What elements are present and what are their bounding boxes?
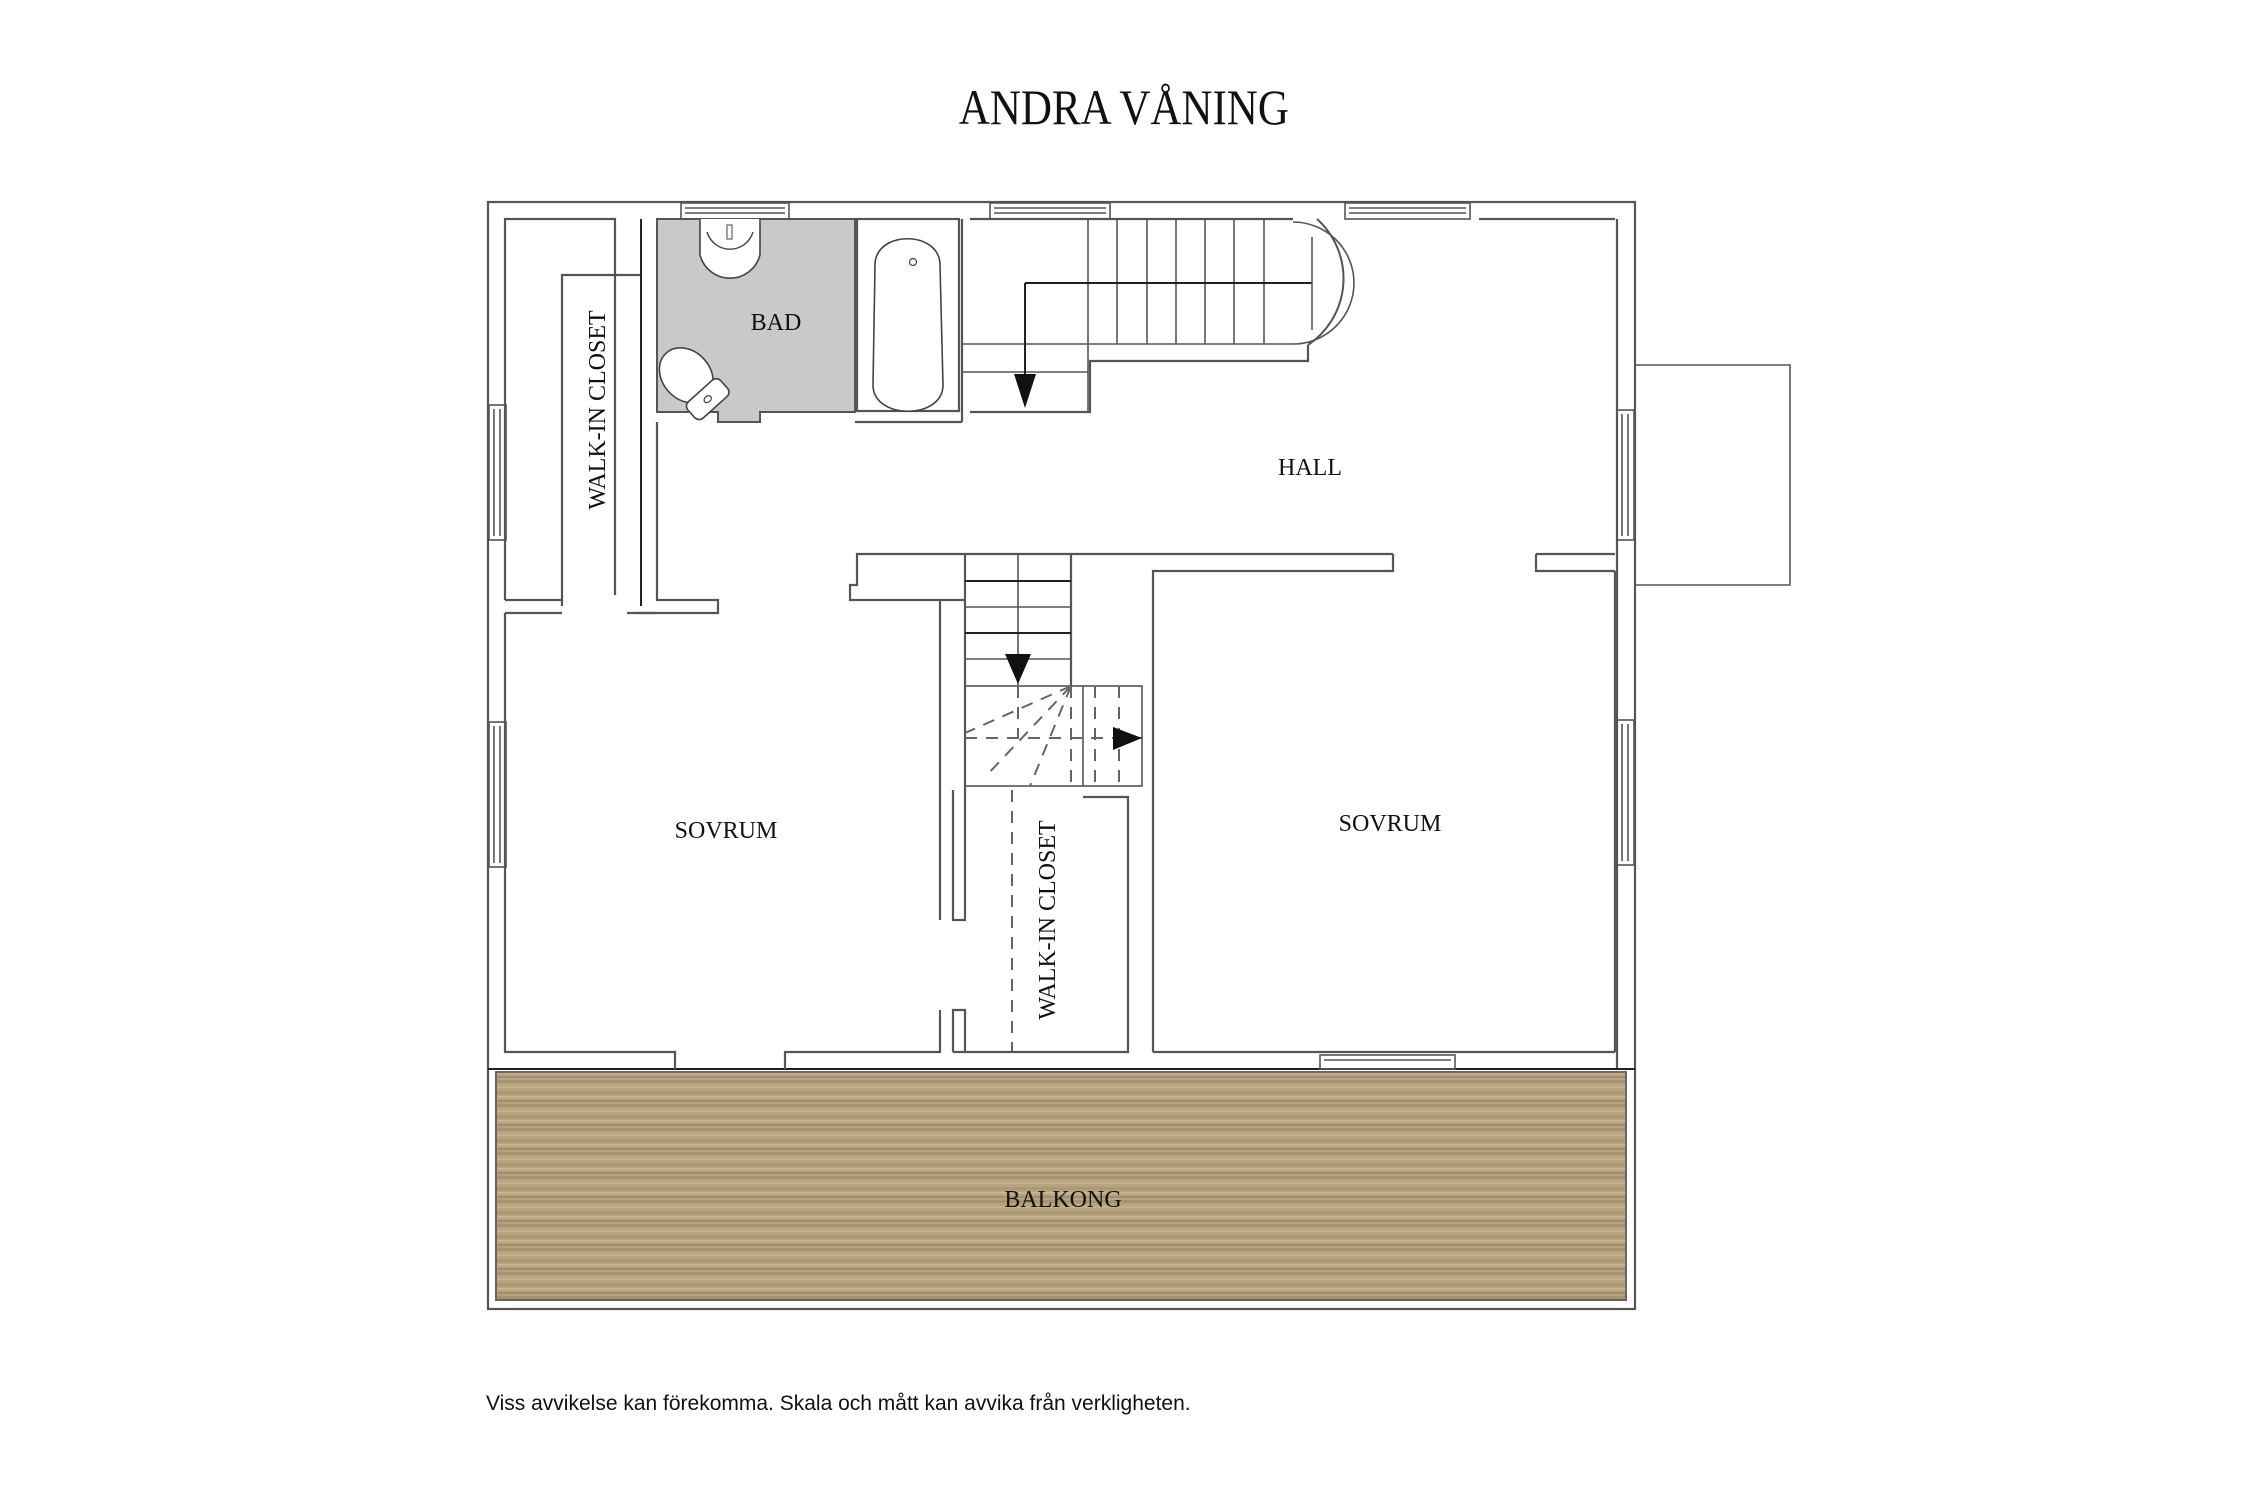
stair-arrow-down-icon [1014, 374, 1036, 408]
stair-arrow-down-icon [1005, 654, 1031, 684]
room-label-walk-in-closet-left: WALK-IN CLOSET [585, 310, 611, 510]
center-closet-walls [951, 790, 1130, 1054]
room-label-sovrum-left: SOVRUM [675, 818, 778, 844]
stair-arrow-right-icon [1113, 727, 1142, 750]
room-label-sovrum-right: SOVRUM [1339, 811, 1442, 837]
outer-walls [486, 200, 1637, 1311]
room-label-walk-in-closet-center: WALK-IN CLOSET [1035, 820, 1061, 1020]
exterior-protrusion [1635, 364, 1791, 586]
windows [488, 202, 1635, 1070]
hall-walls [848, 217, 1617, 1054]
left-bedroom-walls [503, 600, 942, 1069]
upper-staircase [962, 217, 1355, 414]
room-label-hall: HALL [1278, 455, 1342, 481]
page-title: ANDRA VÅNING [958, 79, 1289, 135]
room-label-balkong: BALKONG [1004, 1187, 1121, 1213]
lower-staircase [963, 554, 1143, 790]
disclaimer-text: Viss avvikelse kan förekomma. Skala och … [486, 1392, 1191, 1415]
balcony [488, 1068, 1635, 1301]
bathroom [637, 217, 964, 615]
left-closet-walls [503, 217, 655, 615]
room-label-bad: BAD [751, 310, 802, 336]
